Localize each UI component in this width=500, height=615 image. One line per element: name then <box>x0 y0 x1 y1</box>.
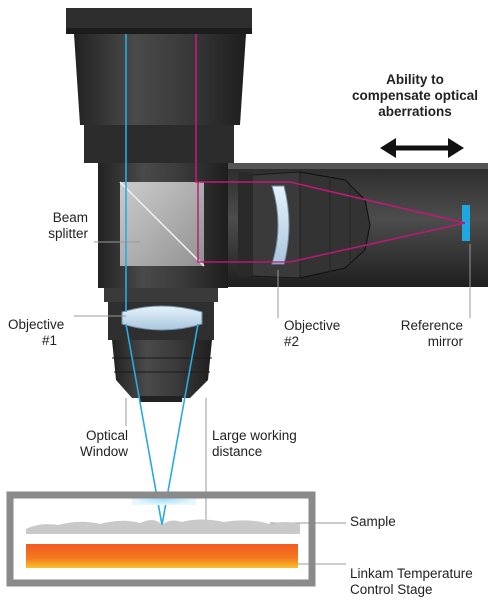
label-line: Window <box>79 444 128 459</box>
label-compensate: Ability to compensate optical aberration… <box>335 72 495 120</box>
label-beam-splitter: Beam splitter <box>0 210 88 242</box>
temperature-stage <box>6 491 316 587</box>
label-line: #1 <box>42 333 58 348</box>
label-working-distance: Large working distance <box>212 428 332 460</box>
label-stage: Linkam Temperature Control Stage <box>350 566 495 598</box>
label-objective-1: Objective #1 <box>8 317 88 349</box>
sample-surface <box>26 519 300 534</box>
label-line: Control Stage <box>350 582 433 597</box>
label-line: Optical <box>85 428 128 443</box>
label-line: compensate optical <box>351 88 479 103</box>
label-line: aberrations <box>378 104 452 119</box>
double-arrow <box>380 138 464 158</box>
objective-2-lens <box>271 185 290 265</box>
objective-1-lens <box>121 305 203 331</box>
beam-splitter-cube <box>119 181 205 267</box>
label-line: #2 <box>284 334 300 349</box>
label-line: distance <box>212 444 263 459</box>
label-line: Objective <box>8 317 65 332</box>
label-optical-window: Optical Window <box>40 428 128 460</box>
label-line: splitter <box>48 226 88 241</box>
label-line: Ability to <box>386 72 444 87</box>
label-line: Objective <box>284 318 341 333</box>
heating-element <box>26 544 298 568</box>
label-line: Large working <box>212 428 297 443</box>
objective-1-housing <box>104 288 218 402</box>
label-line: Sample <box>350 514 396 529</box>
label-line: Linkam Temperature <box>350 566 473 581</box>
label-line: mirror <box>427 334 463 349</box>
label-line: Beam <box>52 210 88 225</box>
label-reference-mirror: Reference mirror <box>380 318 463 350</box>
label-objective-2: Objective #2 <box>284 318 364 350</box>
eyepiece-tube <box>66 8 252 163</box>
label-sample: Sample <box>350 514 450 530</box>
label-line: Reference <box>400 318 463 333</box>
reference-mirror <box>462 205 470 241</box>
